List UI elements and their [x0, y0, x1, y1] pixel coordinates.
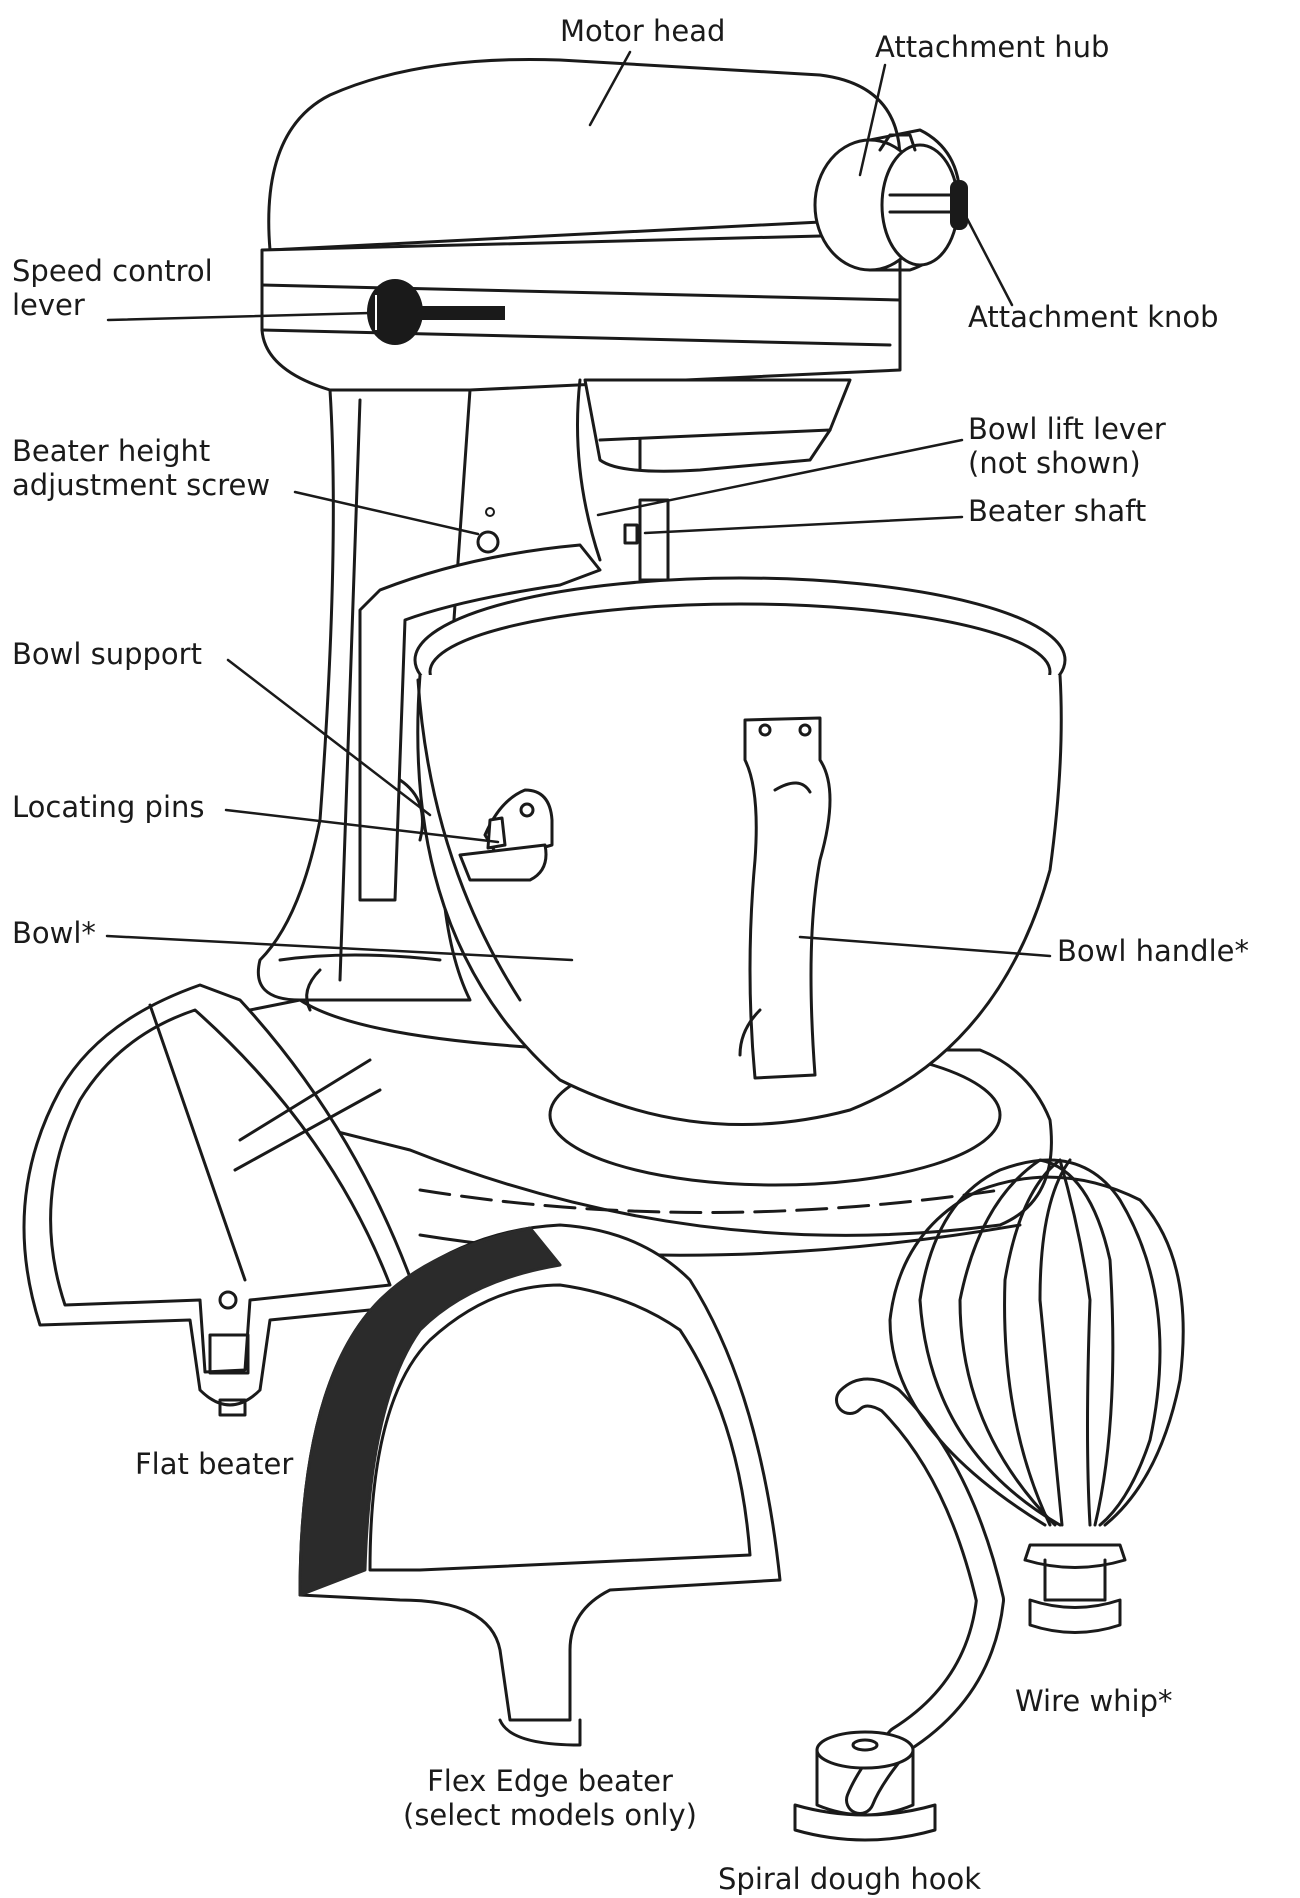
leader-lines: [105, 50, 1052, 962]
label-motor-head: Motor head: [560, 14, 726, 48]
leader-beater-height: [293, 490, 480, 536]
motor-head: [260, 57, 902, 582]
leader-bowl-support: [226, 658, 432, 817]
locating-pin-bracket: [458, 788, 554, 882]
label-locating-pins: Locating pins: [12, 790, 205, 824]
label-bowl-lift-lever: Bowl lift lever (not shown): [968, 412, 1166, 480]
leader-attachment-knob: [958, 203, 1014, 307]
label-beater-height-adjustment-screw: Beater height adjustment screw: [12, 434, 271, 502]
attachment-hub: [813, 128, 962, 272]
bowl: [413, 576, 1067, 1126]
label-bowl-handle: Bowl handle*: [1057, 934, 1249, 968]
flat-beater: [22, 983, 422, 1417]
wire-whip: [888, 1158, 1185, 1634]
label-bowl-support: Bowl support: [12, 637, 202, 671]
label-attachment-knob: Attachment knob: [968, 300, 1219, 334]
leader-motor-head: [588, 50, 632, 127]
label-wire-whip: Wire whip*: [1015, 1684, 1173, 1718]
speed-control-knob: [367, 279, 505, 345]
spiral-dough-hook: [793, 1377, 1005, 1842]
label-flat-beater: Flat beater: [135, 1447, 294, 1481]
attachment-knob-part: [950, 180, 968, 230]
label-beater-shaft: Beater shaft: [968, 494, 1147, 528]
leader-bowl-lift: [596, 438, 964, 517]
leader-beater-shaft: [643, 515, 964, 535]
flex-edge-beater: [298, 1223, 782, 1747]
label-attachment-hub: Attachment hub: [875, 30, 1110, 64]
label-speed-control-lever: Speed control lever: [12, 254, 213, 322]
label-bowl: Bowl*: [12, 916, 96, 950]
label-flex-edge-beater: Flex Edge beater (select models only): [403, 1764, 697, 1832]
label-spiral-dough-hook: Spiral dough hook: [718, 1862, 982, 1896]
leader-speed-control: [106, 311, 372, 322]
bowl-handle: [738, 716, 832, 1080]
leader-bowl-handle: [798, 935, 1052, 958]
leader-attachment-hub: [858, 63, 887, 177]
leader-locating-pins: [224, 808, 500, 844]
leader-bowl: [105, 934, 574, 962]
